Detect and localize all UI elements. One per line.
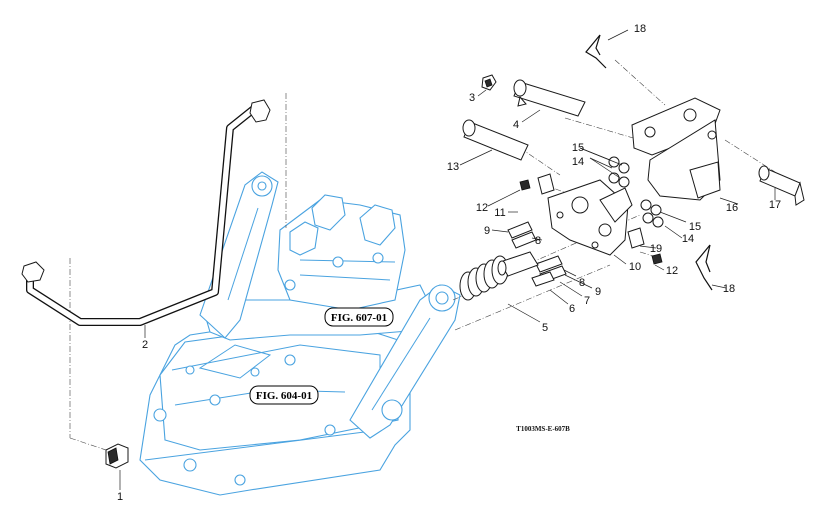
leader-lines: [119, 29, 776, 490]
bolt-part-12-bottom: [651, 253, 663, 265]
sleeve-part-8: [497, 251, 539, 277]
part-label: 16: [726, 202, 738, 214]
part-label: 5: [542, 322, 548, 334]
part-label: 3: [469, 92, 475, 104]
fig-ref-604: FIG. 604-01: [249, 385, 319, 405]
part-label: 6: [569, 303, 575, 315]
roller-pins-lower: [531, 255, 567, 287]
lift-housing: [139, 171, 461, 496]
part-label: 12: [476, 202, 488, 214]
part-label: 14: [572, 156, 584, 168]
fig-ref-607: FIG. 607-01: [324, 307, 394, 327]
pin-part-4: [513, 79, 586, 117]
hitch-bracket-part: [631, 97, 721, 201]
nut-washer-group-upper: [608, 156, 630, 188]
part-label: 4: [513, 119, 519, 131]
bolt-part-12-top: [519, 179, 531, 191]
part-label: 17: [769, 199, 781, 211]
part-label: 2: [142, 339, 148, 351]
part-label: 13: [447, 161, 459, 173]
fig-ref-604-text: FIG. 604-01: [256, 390, 312, 402]
spring-clip-part-top: [585, 34, 607, 69]
part-label: 11: [494, 207, 505, 219]
pin-part-13: [462, 119, 529, 161]
drawing-code: T1003MS-E-607B: [516, 425, 570, 433]
part-label: 8: [579, 277, 585, 289]
bolt-part-3: [481, 74, 497, 91]
part-label: 7: [584, 295, 590, 307]
part-label: 9: [484, 225, 490, 237]
part-label: 1: [117, 491, 123, 503]
part-label: 19: [650, 243, 662, 255]
part-label: 14: [682, 233, 694, 245]
part-label: 9: [595, 286, 601, 298]
part-label: 8: [535, 235, 541, 247]
part-label: 18: [634, 23, 646, 35]
part-label: 10: [629, 261, 641, 273]
bushing-part-upper: [537, 173, 555, 195]
part-label: 12: [666, 265, 678, 277]
part-label: 18: [723, 283, 735, 295]
bushing-part-19: [627, 227, 645, 249]
spring-part-5: [459, 255, 509, 301]
fig-ref-607-text: FIG. 607-01: [331, 312, 387, 324]
part-labels: 1 2 3 4 5 6 7 8 8 9 9 10 11 12 12 13 14 …: [117, 23, 781, 503]
roller-pins-upper: [507, 221, 537, 249]
pin-part-17: [758, 165, 805, 206]
spring-clip-part-bottom: [695, 244, 713, 291]
part-label: 15: [572, 142, 584, 154]
union-fitting-part: [105, 443, 129, 469]
part-label: 15: [689, 221, 701, 233]
lever-plate-part: [547, 179, 633, 256]
nut-washer-group-lower: [640, 199, 664, 228]
pipe-part: [21, 99, 271, 326]
